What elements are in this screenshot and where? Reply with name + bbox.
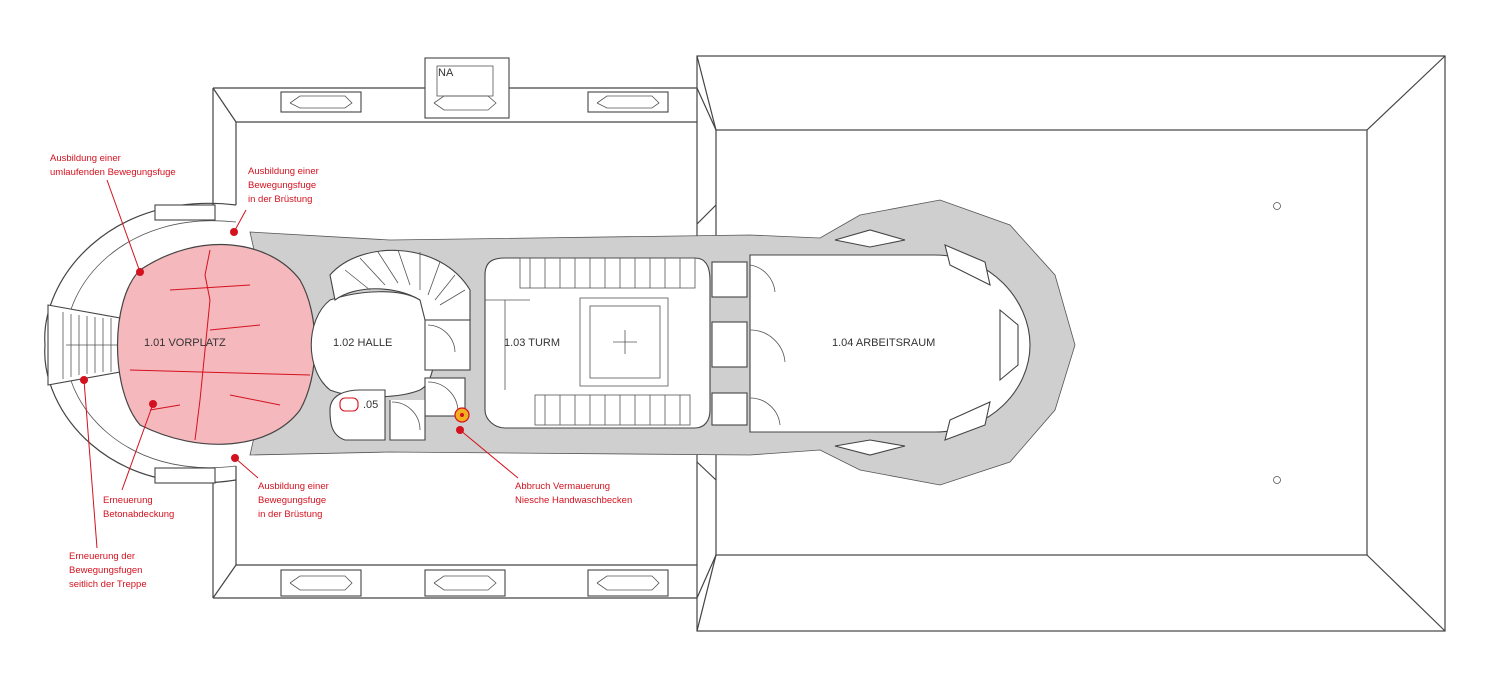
annotation-line: in der Brüstung [248, 194, 313, 205]
annotation-bewegungsfuge-bruestung-bottom: Ausbildung einer Bewegungsfuge in der Br… [258, 480, 329, 522]
roof-left-bottom [212, 461, 717, 599]
room-label-halle: 1.02 HALLE [333, 337, 392, 349]
annotation-line: Ausbildung einer [258, 481, 329, 492]
terrace [44, 202, 237, 484]
room-label-arbeitsraum: 1.04 ARBEITSRAUM [832, 337, 935, 349]
room-label-turm: 1.03 TURM [504, 337, 560, 349]
annotation-bewegungsfuge-umlaufend: Ausbildung einer umlaufenden Bewegungsfu… [50, 152, 176, 180]
annotation-abbruch-vermauerung: Abbruch Vermauerung Niesche Handwaschbec… [515, 480, 632, 508]
wc [329, 389, 470, 441]
room-label-na: NA [438, 67, 454, 79]
halle [310, 249, 471, 417]
room-label-vorplatz: 1.01 VORPLATZ [144, 337, 226, 349]
annotation-line: Erneuerung [103, 495, 153, 506]
annotation-line: umlaufenden Bewegungsfuge [50, 167, 176, 178]
annotation-line: seitlich der Treppe [69, 579, 147, 590]
exterior-stair [47, 304, 121, 386]
annotation-line: Betonabdeckung [103, 509, 175, 520]
annotation-leaders [80, 179, 519, 549]
annotation-line: Bewegungsfuge [248, 180, 317, 191]
turm [484, 257, 711, 429]
annotation-line: Erneuerung der [69, 551, 136, 562]
annotation-line: in der Brüstung [258, 509, 323, 520]
annotation-line: Bewegungsfugen [69, 565, 143, 576]
arbeitsraum [711, 229, 1031, 456]
vorplatz-highlight [116, 243, 316, 445]
annotation-bewegungsfugen-treppe: Erneuerung der Bewegungsfugen seitlich d… [69, 550, 147, 592]
annotation-line: Ausbildung einer [248, 166, 319, 177]
annotation-line: Ausbildung einer [50, 153, 121, 164]
roof-drain-bottom [1273, 476, 1281, 484]
annotation-betonabdeckung: Erneuerung Betonabdeckung [103, 494, 174, 522]
toilet-icon [339, 397, 359, 412]
annotation-line: Abbruch Vermauerung [515, 481, 611, 492]
annotation-bewegungsfuge-bruestung-top: Ausbildung einer Bewegungsfuge in der Br… [248, 165, 319, 207]
roof-drain-top [1273, 202, 1281, 210]
roof-left-top [212, 57, 717, 225]
room-label-wc: .05 [363, 399, 378, 411]
annotation-line: Bewegungsfuge [258, 495, 327, 506]
annotation-line: Niesche Handwaschbecken [515, 495, 633, 506]
